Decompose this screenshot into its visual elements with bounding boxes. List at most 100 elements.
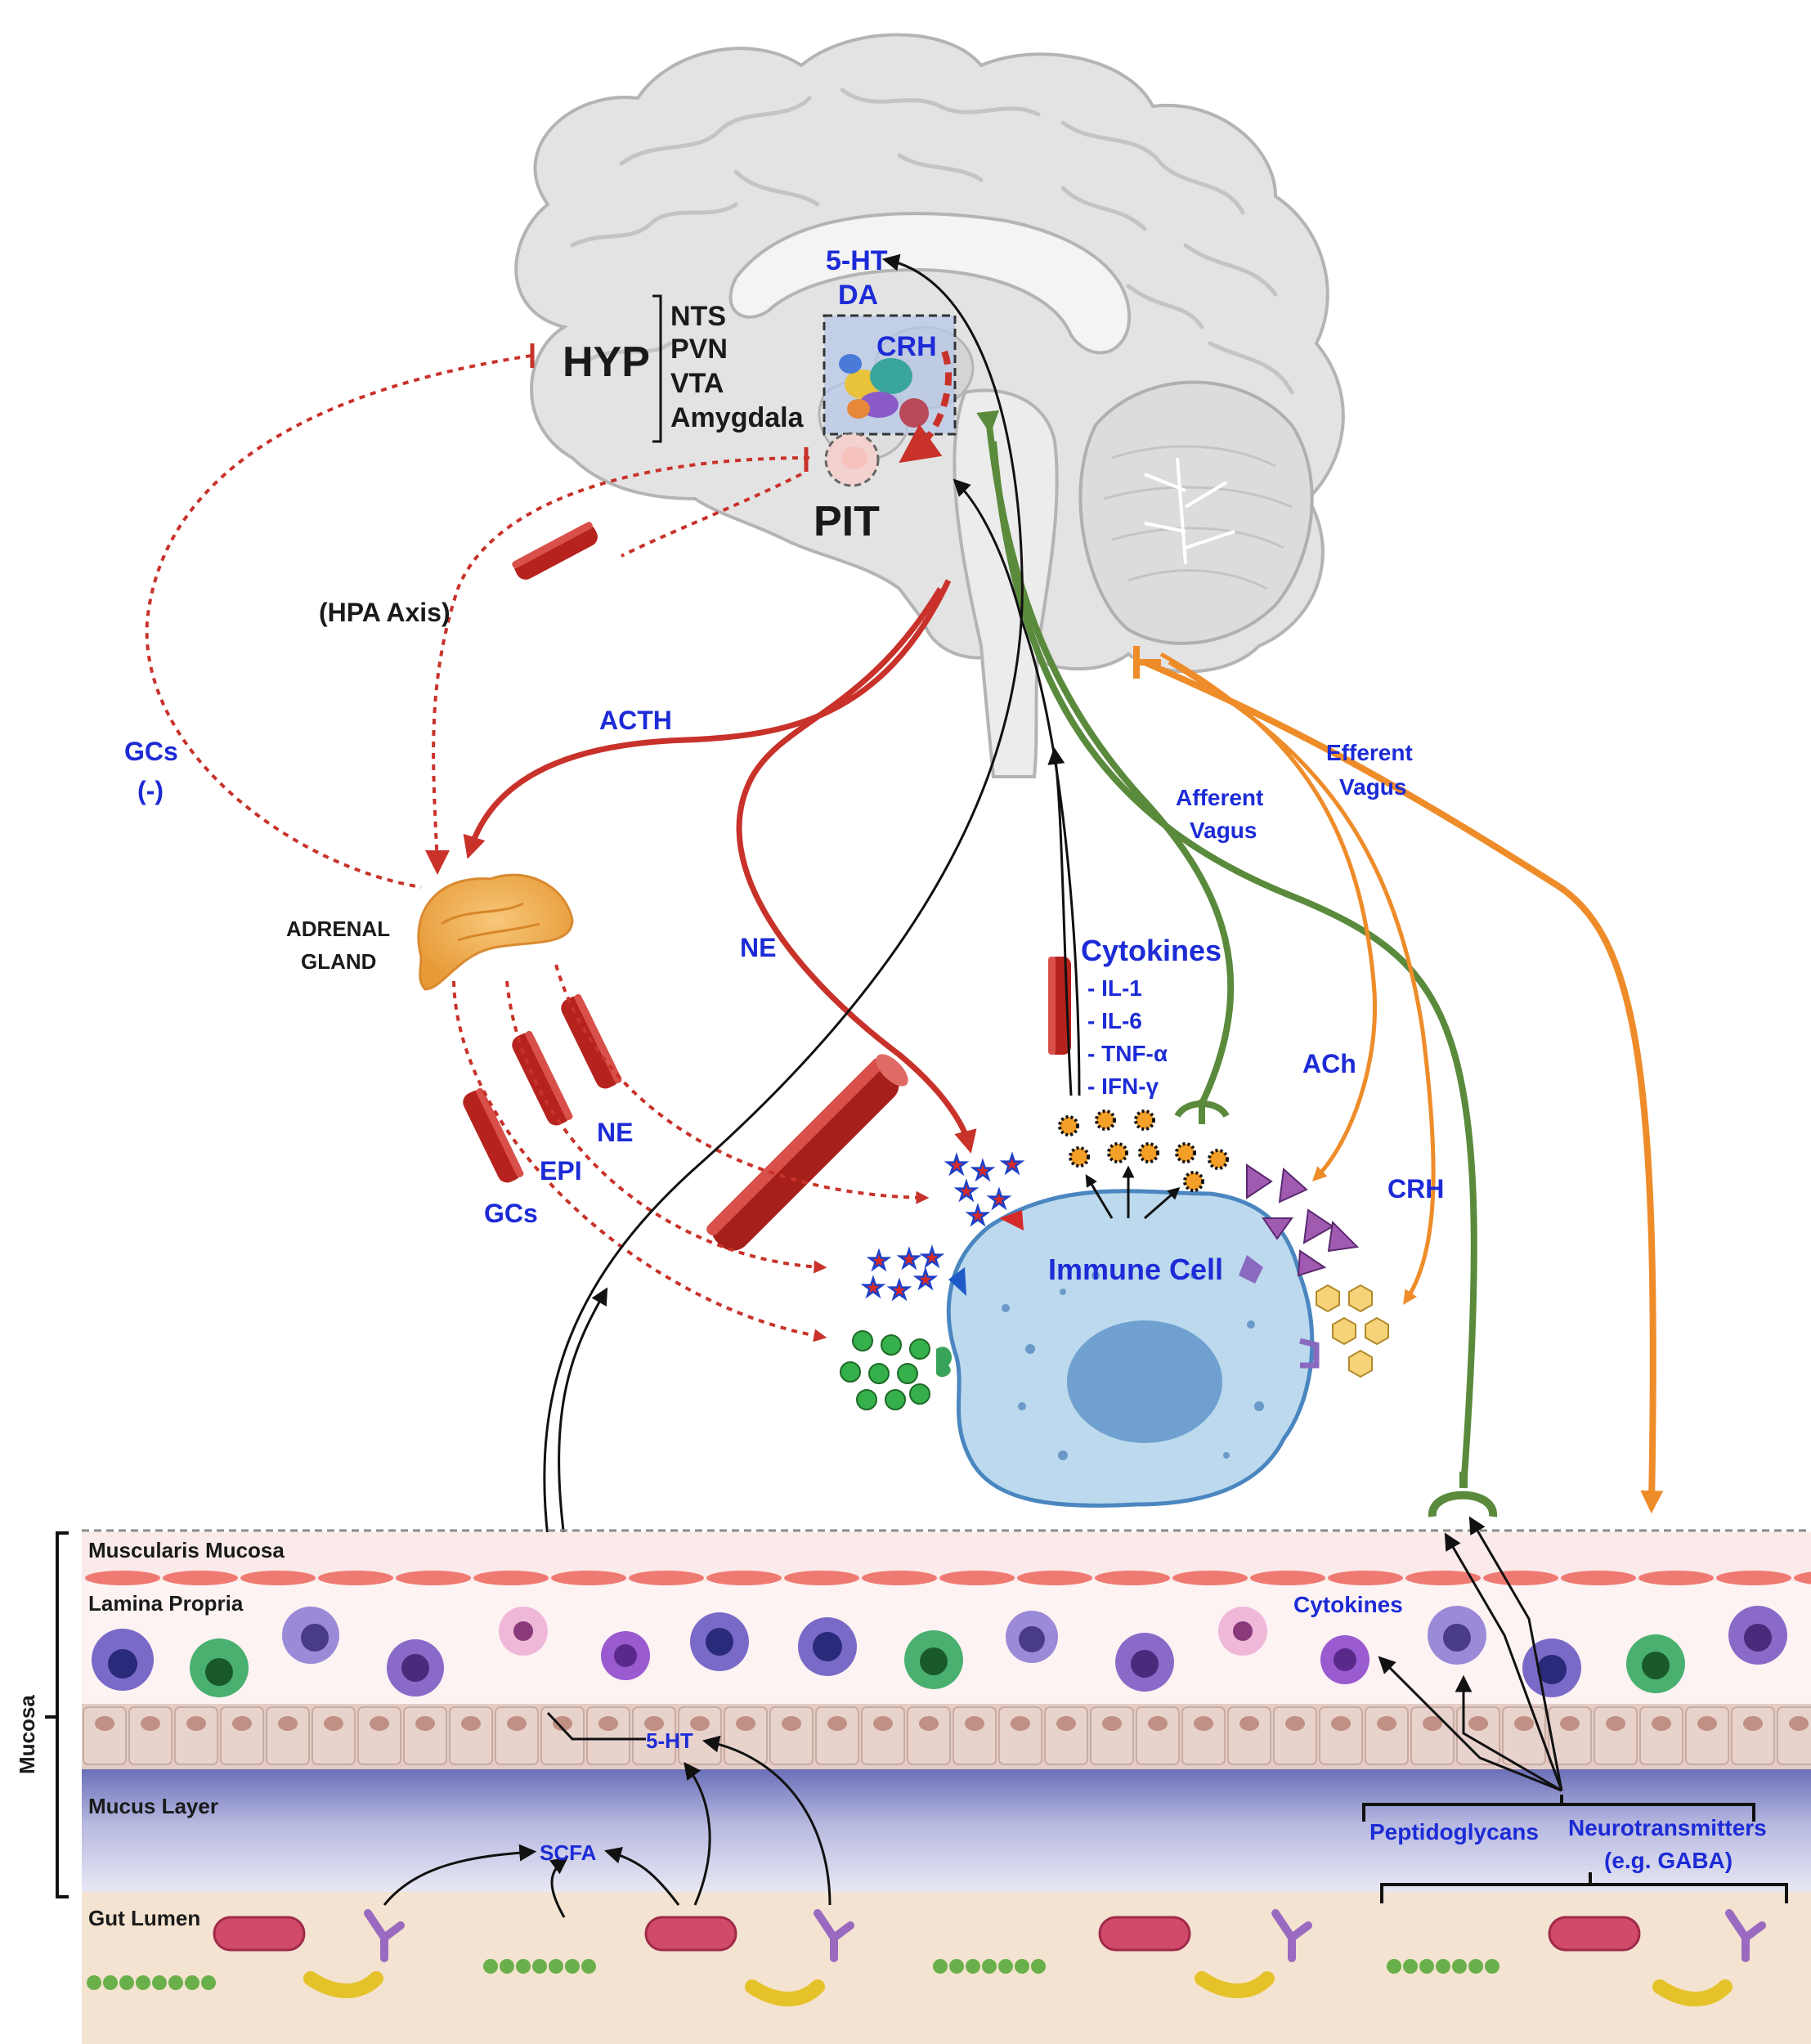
smooth-muscle-cell [1328, 1571, 1403, 1585]
epithelial-cell [449, 1706, 493, 1765]
smooth-muscle-cell [1483, 1571, 1558, 1585]
smooth-muscle-cell [1405, 1571, 1481, 1585]
gc-receptor [936, 1347, 953, 1378]
smooth-muscle-cell [784, 1571, 859, 1585]
epithelial-cell [174, 1706, 218, 1765]
smooth-muscle-cells [85, 1571, 1811, 1585]
mucus-layer-band [82, 1769, 1811, 1892]
epithelial-nucleus [1789, 1716, 1809, 1731]
crh-to-pit-arrow [899, 350, 953, 464]
label-efferent-2: Vagus [1339, 774, 1406, 800]
epithelial-nucleus [1514, 1716, 1534, 1731]
label-neurotransmitters: Neurotransmitters [1568, 1815, 1767, 1840]
smooth-muscle-cell [240, 1571, 316, 1585]
epithelial-cell [1685, 1706, 1729, 1765]
hpa-axis-arrowhead [425, 850, 450, 875]
smooth-muscle-cell [1794, 1571, 1811, 1585]
epithelial-cell [998, 1706, 1042, 1765]
epithelial-nucleus [95, 1716, 114, 1731]
label-mucus: Mucus Layer [88, 1794, 218, 1818]
epithelial-cell [220, 1706, 264, 1765]
label-cytokines-gut: Cytokines [1293, 1592, 1403, 1617]
epithelial-nucleus [873, 1716, 893, 1731]
pituitary-core [841, 446, 867, 469]
smooth-muscle-cell [1017, 1571, 1092, 1585]
epithelial-cell [1319, 1706, 1363, 1765]
epithelial-cell [1090, 1706, 1134, 1765]
hpa-axis-pathways [145, 354, 810, 889]
svg-text:★: ★ [972, 1158, 994, 1185]
smooth-muscle-cell [1172, 1571, 1248, 1585]
label-acth: ACTH [599, 706, 672, 735]
ne-receptor [999, 1210, 1024, 1230]
ach-receptor [1239, 1255, 1263, 1284]
pathway-labels: (HPA Axis) ACTH GCs (-) ADRENAL GLAND NE… [124, 598, 1444, 1286]
label-adrenal-1: ADRENAL [286, 917, 390, 941]
epithelial-nucleus [553, 1716, 572, 1731]
crh-receptor [1299, 1338, 1320, 1369]
label-hyp: HYP [563, 338, 650, 386]
label-hpa-axis: (HPA Axis) [319, 598, 451, 627]
epithelial-nucleus [232, 1716, 252, 1731]
epithelial-cell [1410, 1706, 1455, 1765]
label-ne-mid: NE [740, 933, 776, 962]
label-afferent-2: Vagus [1190, 818, 1257, 843]
epithelial-cell [540, 1706, 585, 1765]
epithelial-nucleus [1011, 1716, 1030, 1731]
efferent-vagus-crh [1168, 660, 1436, 1305]
epithelial-nucleus [1560, 1716, 1580, 1731]
epithelial-cell [1227, 1706, 1271, 1765]
label-scfa: SCFA [540, 1840, 597, 1865]
epithelial-cell [1365, 1706, 1409, 1765]
epithelial-nucleus [1697, 1716, 1717, 1731]
corpus-callosum [728, 212, 1132, 355]
epithelial-cell [403, 1706, 447, 1765]
epithelial-cell [312, 1706, 356, 1765]
svg-text:★: ★ [899, 1246, 921, 1273]
crh-hexagons [1316, 1284, 1389, 1378]
label-lamina: Lamina Propria [88, 1591, 244, 1616]
smooth-muscle-cell [939, 1571, 1015, 1585]
epithelial-cell [1548, 1706, 1592, 1765]
epithelial-cell [357, 1706, 401, 1765]
svg-text:★: ★ [946, 1152, 968, 1179]
label-gcs-feedback: GCs [124, 737, 178, 766]
label-gaba: (e.g. GABA) [1604, 1848, 1733, 1873]
epithelial-nucleus [919, 1716, 939, 1731]
epithelial-cell [1594, 1706, 1638, 1765]
epithelial-nucleus [827, 1716, 847, 1731]
epithelial-nucleus [644, 1716, 664, 1731]
gc-molecules [840, 1330, 930, 1410]
nucleus-teal [870, 358, 912, 394]
gut-microbes [87, 1909, 1766, 2006]
arbor-vitae [1144, 457, 1235, 565]
label-cytokines: Cytokines [1081, 934, 1222, 967]
label-muscularis: Muscularis Mucosa [88, 1538, 285, 1562]
svg-text:★: ★ [1002, 1151, 1024, 1178]
epithelial-cell [1136, 1706, 1180, 1765]
smooth-muscle-cell [706, 1571, 782, 1585]
epithelial-cell [1502, 1706, 1546, 1765]
epithelial-cell [953, 1706, 997, 1765]
epithelial-nucleus [370, 1716, 389, 1731]
epithelial-nucleus [1102, 1716, 1122, 1731]
epithelial-cell [1181, 1706, 1226, 1765]
svg-text:★: ★ [868, 1248, 890, 1275]
epithelial-cell [769, 1706, 814, 1765]
epi-receptor [948, 1267, 966, 1296]
label-crh-brain: CRH [876, 331, 937, 362]
label-ne-low: NE [597, 1118, 633, 1147]
gut-labels: Muscularis Mucosa Lamina Propria Mucus L… [15, 1538, 1767, 1930]
ascending-signal-lines [543, 253, 1081, 1538]
smooth-muscle-cell [1638, 1571, 1714, 1585]
lamina-immune-cells [92, 1606, 1787, 1697]
label-pvn: PVN [670, 334, 728, 365]
epithelial-nucleus [1468, 1716, 1488, 1731]
epithelial-cell [128, 1706, 173, 1765]
afferent-dendrite-top [1174, 1100, 1230, 1124]
svg-text:★: ★ [921, 1244, 944, 1271]
epithelial-cell [632, 1706, 676, 1765]
epithelial-nucleus [278, 1716, 298, 1731]
ne-pathway [736, 587, 977, 1154]
